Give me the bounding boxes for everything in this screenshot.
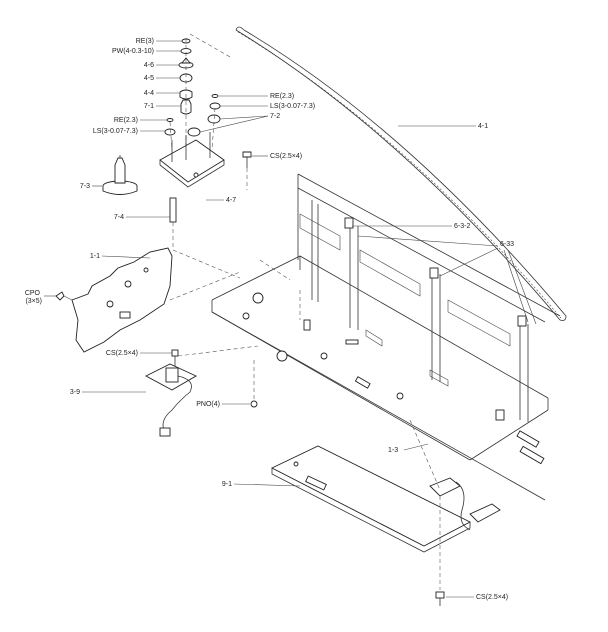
- label-4-1: 4-1: [478, 123, 488, 130]
- label-3-9: 3-9: [70, 389, 80, 396]
- label-4-7: 4-7: [226, 197, 236, 204]
- label-ls-right: LS(3-0.07-7.3): [270, 103, 315, 110]
- label-4-5: 4-5: [144, 75, 154, 82]
- label-cs-upper: CS(2.5×4): [270, 153, 302, 160]
- screw-cs-upper: [242, 151, 252, 190]
- pin-pno: [250, 360, 258, 408]
- label-1-3: 1-3: [388, 447, 398, 454]
- label-6-33: 6-33: [500, 241, 514, 248]
- screw-cpo: [55, 291, 73, 301]
- label-4-4: 4-4: [144, 90, 154, 97]
- label-6-3-2: 6-3-2: [454, 223, 470, 230]
- label-pno: PNO(4): [196, 401, 220, 408]
- label-9-1: 9-1: [222, 481, 232, 488]
- side-bracket-1-1: [71, 247, 241, 353]
- part-labels: RE(3) PW(4-0.3-10) 4-6 4-5 4-4 7-1 RE(2.…: [25, 38, 514, 601]
- label-cs-mid: CS(2.5×4): [106, 350, 138, 357]
- label-ls-left: LS(3-0.07-7.3): [93, 128, 138, 135]
- label-1-1: 1-1: [90, 253, 100, 260]
- label-cpo: CPO: [25, 290, 41, 297]
- label-re-left: RE(2.3): [114, 117, 138, 124]
- pulley-7-3: [102, 155, 138, 195]
- label-7-4: 7-4: [114, 214, 124, 221]
- label-re-right: RE(2.3): [270, 93, 294, 100]
- motor-assembly-3-9: [145, 345, 259, 437]
- spring-7-4: [169, 197, 241, 279]
- belt-4-1: [235, 26, 567, 321]
- screw-cs-bottom: [435, 591, 445, 606]
- label-7-3: 7-3: [80, 183, 90, 190]
- leader-lines: [44, 40, 537, 598]
- label-re-top: RE(3): [136, 38, 154, 45]
- label-pw: PW(4-0.3-10): [112, 48, 154, 55]
- circuit-board-9-1: [270, 419, 501, 590]
- retaining-rings: [164, 94, 221, 151]
- upper-frame: [297, 173, 561, 422]
- label-7-1: 7-1: [144, 103, 154, 110]
- main-chassis-1-3: [211, 255, 549, 501]
- label-cs-bottom: CS(2.5×4): [476, 594, 508, 601]
- stacked-spindle-parts: [178, 33, 233, 150]
- label-4-6: 4-6: [144, 62, 154, 69]
- label-cpo-size: (3×5): [25, 298, 42, 305]
- bracket-4-7: [159, 132, 225, 188]
- label-7-2: 7-2: [270, 113, 280, 120]
